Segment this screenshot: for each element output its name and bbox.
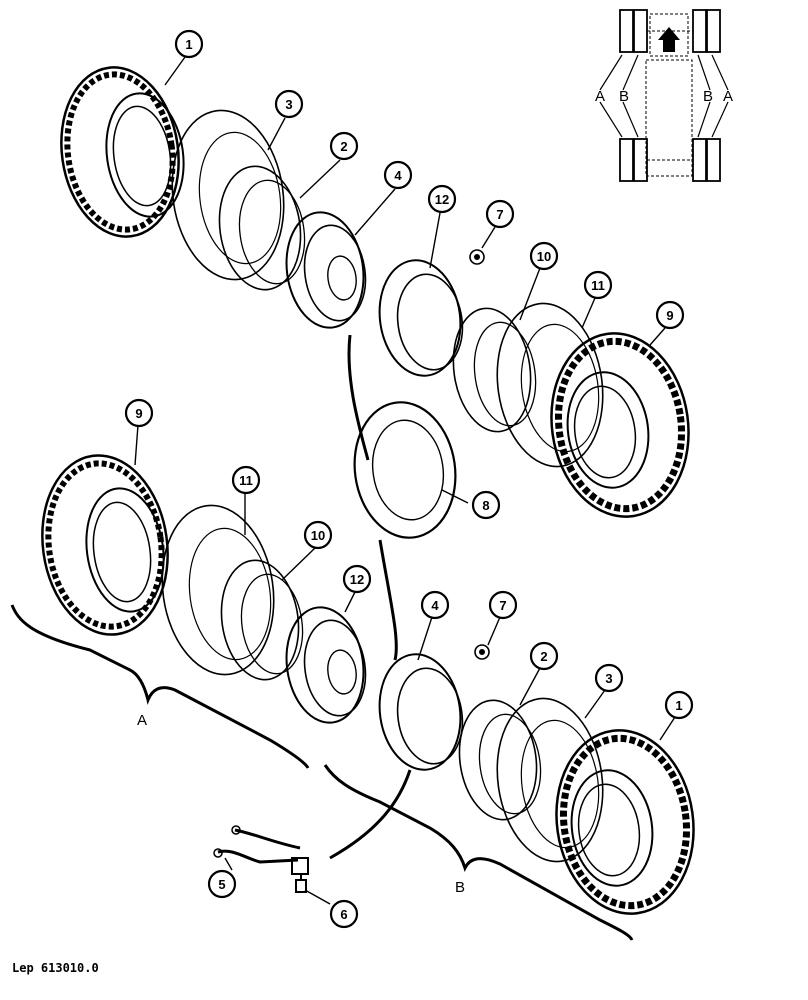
callout-11-bottom: 11 xyxy=(231,465,261,495)
callout-7-top: 7 xyxy=(485,199,515,229)
callout-11-top: 11 xyxy=(583,270,613,300)
svg-text:11: 11 xyxy=(591,278,605,293)
inset-label-a-right: A xyxy=(723,88,733,105)
flap-3-lower xyxy=(496,697,604,863)
callout-4-bottom: 4 xyxy=(420,590,450,620)
callout-6: 6 xyxy=(329,899,359,929)
callout-9-top: 9 xyxy=(655,300,685,330)
drawing-reference: Lep 613010.0 xyxy=(12,961,99,975)
tire-1-lower xyxy=(555,729,695,915)
inset-label-b-right: B xyxy=(703,88,713,105)
rim-12-upper xyxy=(378,259,464,377)
group-label-b: B xyxy=(455,879,465,896)
nut-7-lower xyxy=(474,644,490,660)
nut-7-upper xyxy=(469,249,485,265)
svg-text:3: 3 xyxy=(285,97,292,112)
callout-12-top: 12 xyxy=(427,184,457,214)
svg-text:9: 9 xyxy=(666,308,673,323)
tube-10-lower xyxy=(220,559,304,681)
callout-10-bottom: 10 xyxy=(303,520,333,550)
svg-text:12: 12 xyxy=(350,572,364,587)
spacer-ring-8 xyxy=(353,401,457,539)
callout-4-top: 4 xyxy=(383,160,413,190)
svg-text:10: 10 xyxy=(311,528,325,543)
svg-text:7: 7 xyxy=(496,207,503,222)
group-label-a: A xyxy=(137,712,147,729)
svg-text:1: 1 xyxy=(185,37,192,52)
inset-label-b-left: B xyxy=(619,88,629,105)
tube-2-lower xyxy=(458,699,542,821)
svg-text:2: 2 xyxy=(340,139,347,154)
callout-10-top: 10 xyxy=(529,241,559,271)
svg-text:7: 7 xyxy=(499,598,506,613)
svg-text:1: 1 xyxy=(675,698,682,713)
callout-9-bottom: 9 xyxy=(124,398,154,428)
svg-text:5: 5 xyxy=(218,877,225,892)
leader-lines xyxy=(134,56,676,905)
rim-4-lower xyxy=(378,653,464,771)
valve-bracket-6 xyxy=(291,857,309,893)
tire-1-upper xyxy=(60,66,185,238)
valve-extension-5 xyxy=(213,825,301,864)
callout-5: 5 xyxy=(207,869,237,899)
svg-text:4: 4 xyxy=(394,168,402,183)
callout-12-bottom: 12 xyxy=(342,564,372,594)
svg-text:3: 3 xyxy=(605,671,612,686)
svg-text:10: 10 xyxy=(537,249,551,264)
callout-2-top: 2 xyxy=(329,131,359,161)
svg-text:12: 12 xyxy=(435,192,449,207)
brace-group-a xyxy=(10,604,310,769)
svg-text:8: 8 xyxy=(482,498,489,513)
svg-text:11: 11 xyxy=(239,473,253,488)
svg-text:9: 9 xyxy=(135,406,142,421)
flap-11-lower xyxy=(161,504,275,676)
callout-8: 8 xyxy=(471,490,501,520)
callout-1-bottom: 1 xyxy=(664,690,694,720)
callout-7-bottom: 7 xyxy=(488,590,518,620)
callout-1-top: 1 xyxy=(174,29,204,59)
svg-text:6: 6 xyxy=(340,907,347,922)
svg-text:4: 4 xyxy=(431,598,439,613)
forward-arrow-icon xyxy=(658,27,680,52)
rim-4-upper xyxy=(285,211,367,329)
callout-2-bottom: 2 xyxy=(529,641,559,671)
rim-12-lower xyxy=(285,606,367,724)
air-hose xyxy=(329,334,412,860)
brace-group-b xyxy=(323,764,634,941)
tube-10-upper xyxy=(452,307,537,433)
callout-3-top: 3 xyxy=(274,89,304,119)
inset-label-a-left: A xyxy=(595,88,605,105)
tire-9-upper xyxy=(550,332,690,518)
axle-layout-inset: A B B A xyxy=(595,9,733,182)
tire-9-lower xyxy=(41,454,169,636)
svg-text:2: 2 xyxy=(540,649,547,664)
callout-3-bottom: 3 xyxy=(594,663,624,693)
